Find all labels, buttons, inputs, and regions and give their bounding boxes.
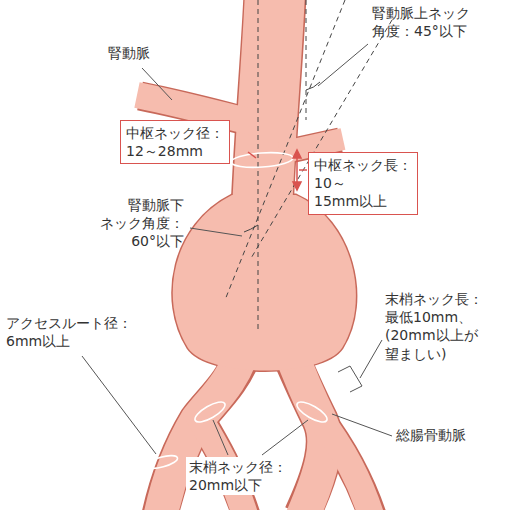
annotation-label: 総腸骨動脈 <box>396 426 466 444</box>
annotation-label: 腎動脈上ネック 角度：45°以下 <box>372 4 470 40</box>
neck-length-arrow <box>293 150 307 190</box>
annotation-label: 末梢ネック径： 20mm以下 <box>186 457 290 495</box>
leader-line <box>82 44 392 455</box>
annotation-label: アクセスルート径： 6mm以上 <box>6 314 132 350</box>
annotation-label: 腎動脈 <box>108 44 150 62</box>
measure-text: 中枢ネック径： 12～28mm <box>126 124 224 160</box>
measure-box: 中枢ネック長： 10～15mm以上 <box>308 152 418 215</box>
annotation-label: 腎動脈下 ネック角度： 60°以下 <box>100 196 184 251</box>
annotation-label: 末梢ネック長： 最低10mm、 (20mm以上が 望ましい) <box>385 290 483 363</box>
vessel-fill <box>137 0 372 510</box>
measure-text: 中枢ネック長： 10～15mm以上 <box>314 156 412 211</box>
leader-line <box>248 152 256 158</box>
measure-box: 中枢ネック径： 12～28mm <box>120 120 230 164</box>
